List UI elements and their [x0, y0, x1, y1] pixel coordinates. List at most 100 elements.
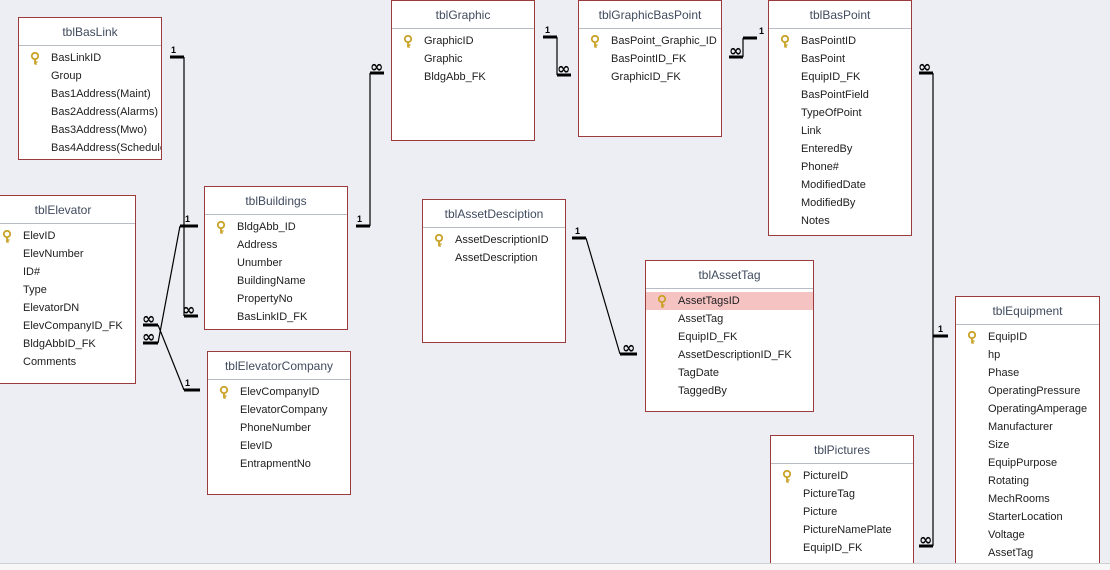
table-field[interactable]: Rotating — [956, 472, 1099, 490]
table-field[interactable]: Manufacturer — [956, 418, 1099, 436]
primary-key-field[interactable]: ElevID — [0, 227, 135, 245]
table-field[interactable]: ElevatorDN — [0, 299, 135, 317]
table-field[interactable]: Bas3Address(Mwo) — [19, 121, 161, 139]
table-field[interactable]: Phone# — [769, 158, 911, 176]
table-field[interactable]: BldgAbb_FK — [392, 68, 534, 86]
table-field[interactable]: TypeOfPoint — [769, 104, 911, 122]
table-field[interactable]: Unumber — [205, 254, 347, 272]
table-field[interactable]: Notes — [769, 212, 911, 230]
table-field[interactable]: TaggedBy — [646, 382, 813, 400]
table-field[interactable]: EnteredBy — [769, 140, 911, 158]
table-title[interactable]: tblPictures — [771, 436, 913, 464]
table-field[interactable]: AssetTag — [956, 544, 1099, 562]
table-field[interactable]: OperatingAmperage — [956, 400, 1099, 418]
table-field[interactable]: GraphicID_FK — [579, 68, 721, 86]
table-title[interactable]: tblEquipment — [956, 297, 1099, 325]
table-field[interactable]: BuildingName — [205, 272, 347, 290]
table-field[interactable]: Graphic — [392, 50, 534, 68]
table-field[interactable]: ElevNumber — [0, 245, 135, 263]
table-field[interactable]: PictureTag — [771, 485, 913, 503]
table-field[interactable]: PhoneNumber — [208, 419, 350, 437]
table-field[interactable]: MechRooms — [956, 490, 1099, 508]
table-field[interactable]: PictureNamePlate — [771, 521, 913, 539]
field-name: AssetDescriptionID — [455, 234, 549, 246]
primary-key-field[interactable]: AssetDescriptionID — [423, 231, 565, 249]
primary-key-field[interactable]: EquipID — [956, 328, 1099, 346]
table-field[interactable]: AssetDescription — [423, 249, 565, 267]
table-field[interactable]: ElevID — [208, 437, 350, 455]
table-field[interactable]: Group — [19, 67, 161, 85]
primary-key-field[interactable]: GraphicID — [392, 32, 534, 50]
table-field[interactable]: Size — [956, 436, 1099, 454]
table-field[interactable]: OperatingPressure — [956, 382, 1099, 400]
table-field[interactable]: Voltage — [956, 526, 1099, 544]
key-icon — [967, 331, 977, 344]
primary-key-field[interactable]: BldgAbb_ID — [205, 218, 347, 236]
field-name: OperatingPressure — [988, 385, 1081, 397]
table-field[interactable]: StarterLocation — [956, 508, 1099, 526]
field-name: PropertyNo — [237, 293, 293, 305]
table-field[interactable]: ModifiedDate — [769, 176, 911, 194]
table-field[interactable]: hp — [956, 346, 1099, 364]
table-field[interactable]: ID# — [0, 263, 135, 281]
table-title[interactable]: tblGraphic — [392, 1, 534, 29]
primary-key-field[interactable]: BasPointID — [769, 32, 911, 50]
table-title[interactable]: tblElevatorCompany — [208, 352, 350, 380]
table-field[interactable]: Picture — [771, 503, 913, 521]
table-field[interactable]: Bas1Address(Maint) — [19, 85, 161, 103]
table-field[interactable]: BasPointField — [769, 86, 911, 104]
table-field[interactable]: BldgAbbID_FK — [0, 335, 135, 353]
field-name: Notes — [801, 215, 830, 227]
table-title[interactable]: tblBasLink — [19, 18, 161, 46]
table-field[interactable]: Type — [0, 281, 135, 299]
table-field[interactable]: EquipID_FK — [646, 328, 813, 346]
table-field[interactable]: Comments — [0, 353, 135, 371]
table-field[interactable]: BasPointID_FK — [579, 50, 721, 68]
table-title[interactable]: tblBasPoint — [769, 1, 911, 29]
table-field[interactable]: ModifiedBy — [769, 194, 911, 212]
table-title[interactable]: tblBuildings — [205, 187, 347, 215]
table-field[interactable]: BasPoint — [769, 50, 911, 68]
table-field[interactable]: EquipPurpose — [956, 454, 1099, 472]
table-title[interactable]: tblElevator — [0, 196, 135, 224]
table-field[interactable]: ElevatorCompany — [208, 401, 350, 419]
table-field[interactable]: Link — [769, 122, 911, 140]
table-field[interactable]: EquipID_FK — [769, 68, 911, 86]
cardinality-many: ∞ — [557, 59, 570, 78]
primary-key-field[interactable]: BasLinkID — [19, 49, 161, 67]
table-field[interactable]: BasLinkID_FK — [205, 308, 347, 326]
table-field[interactable]: AssetDescriptionID_FK — [646, 346, 813, 364]
horizontal-scrollbar[interactable] — [0, 563, 1110, 570]
table-title[interactable]: tblGraphicBasPoint — [579, 1, 721, 29]
field-name: Type — [23, 284, 47, 296]
table-field[interactable]: PropertyNo — [205, 290, 347, 308]
table-title[interactable]: tblAssetTag — [646, 261, 813, 289]
table-field[interactable]: Bas4Address(Schedule — [19, 139, 161, 157]
table-field[interactable]: EntrapmentNo — [208, 455, 350, 473]
primary-key-field[interactable]: PictureID — [771, 467, 913, 485]
table-field[interactable]: TagDate — [646, 364, 813, 382]
primary-key-field[interactable]: BasPoint_Graphic_ID — [579, 32, 721, 50]
table-field[interactable]: EquipID_FK — [771, 539, 913, 557]
primary-key-field[interactable]: AssetTagsID — [646, 292, 813, 310]
table-field[interactable]: Address — [205, 236, 347, 254]
table-title[interactable]: tblAssetDesciption — [423, 200, 565, 228]
primary-key-field[interactable]: ElevCompanyID — [208, 383, 350, 401]
table-field[interactable]: Phase — [956, 364, 1099, 382]
table-field[interactable]: Bas2Address(Alarms) — [19, 103, 161, 121]
table-field[interactable]: AssetTag — [646, 310, 813, 328]
table-field[interactable]: ElevCompanyID_FK — [0, 317, 135, 335]
